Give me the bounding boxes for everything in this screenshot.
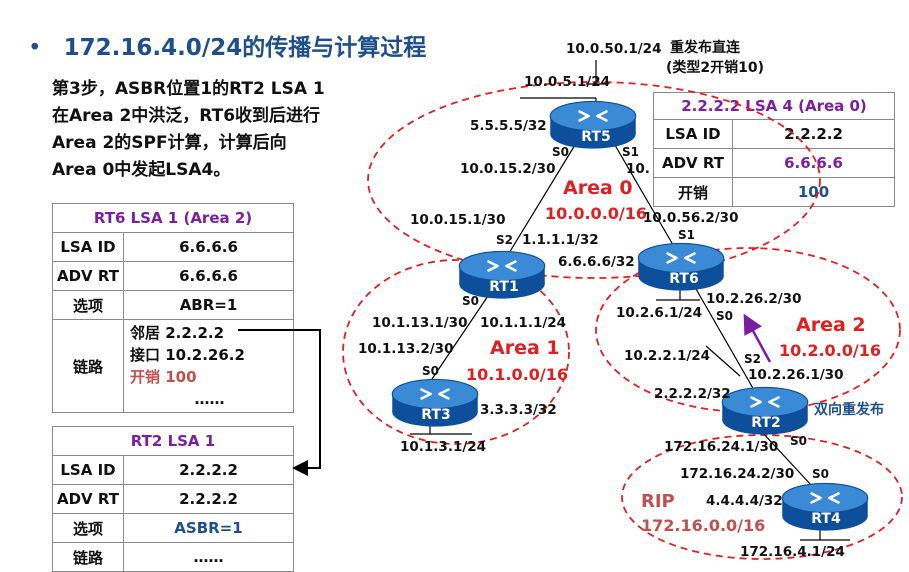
title-text: 172.16.4.0/24的传播与计算过程 [63, 35, 427, 61]
area1-name: Area 1 [490, 337, 560, 359]
area2-boundary [595, 247, 901, 413]
link-rt5-rt6 [611, 139, 677, 251]
area1-network: 10.1.0.0/16 [466, 365, 568, 384]
area0-name: Area 0 [563, 177, 633, 199]
desc-line-1: 第3步，ASBR位置1的RT2 LSA 1 [52, 79, 325, 99]
link-rt1-rt3 [429, 289, 493, 383]
rip-boundary [621, 434, 903, 560]
rt6-options-key: 选项 [52, 290, 124, 320]
step-description: 第3步，ASBR位置1的RT2 LSA 1 在Area 2中洪泛，RT6收到后进… [52, 76, 412, 184]
area2-network: 10.2.0.0/16 [779, 341, 881, 360]
area1-boundary [342, 259, 570, 445]
label-rt5-s1: S1 [622, 145, 639, 159]
label-rt5-id: 5.5.5.5/32 [470, 118, 547, 134]
rt2-options-value: ASBR=1 [123, 513, 294, 543]
rt6-link-cell: 邻居 2.2.2.2 接口 10.2.26.2 开销 100 …… [123, 319, 294, 413]
label-rt6-s0: S0 [716, 309, 733, 323]
title-bullet: • [28, 35, 42, 61]
label-rt1-id: 1.1.1.1/32 [522, 232, 599, 248]
label-rt4-lan: 172.16.4.1/24 [740, 544, 845, 560]
rt6-lsa-id-value: 6.6.6.6 [123, 232, 294, 262]
stub-rt2-lan [705, 345, 741, 377]
label-redist-type: (类型2开销10) [666, 59, 764, 76]
router-rt5: RT5 [549, 100, 637, 150]
label-rt5-top-net: 10.0.50.1/24 [566, 41, 661, 57]
lsa4-adv-rt-value: 6.6.6.6 [732, 148, 895, 178]
rip-name: RIP [641, 491, 675, 512]
router-rt1: RT1 [458, 250, 546, 300]
link-rt5-rt1 [505, 139, 579, 259]
link-rt6-rt2 [691, 281, 755, 391]
label-rt2-id: 2.2.2.2/32 [654, 386, 731, 402]
label-rt6-s0-ip: 10.2.26.2/30 [706, 291, 801, 307]
router-rt4-label: RT4 [811, 511, 841, 527]
label-rt3-id: 3.3.3.3/32 [480, 402, 557, 418]
lsa4-cost-value: 100 [732, 177, 895, 207]
label-rt3-lan: 10.1.3.1/24 [400, 439, 486, 455]
rt6-link-more: …… [194, 390, 225, 408]
rt2-adv-rt-key: ADV RT [52, 484, 124, 514]
label-rt5-lan: 10.0.5.1/24 [524, 74, 610, 90]
rt6-link-neighbor: 邻居 2.2.2.2 [130, 324, 225, 342]
label-rt6-s1-ip: 10.0.56.2/30 [643, 210, 738, 226]
label-rt4-s0-ip: 172.16.24.2/30 [680, 466, 794, 482]
area0-network: 10.0.0.0/16 [545, 204, 647, 223]
rt6-link-interface: 接口 10.2.26.2 [130, 346, 245, 364]
label-rt2-s0: S0 [790, 434, 807, 448]
label-rt3-s0: S0 [422, 364, 439, 378]
lsa4-adv-rt-key: ADV RT [653, 148, 733, 178]
page-title: • 172.16.4.0/24的传播与计算过程 [28, 28, 426, 62]
label-rt5-s0: S0 [552, 145, 569, 159]
area0-boundary [367, 81, 821, 279]
router-rt6-label: RT6 [669, 271, 698, 287]
label-rt2-s0-ip: 172.16.24.1/30 [664, 439, 778, 455]
label-rt5-s1-ip: 10. [626, 161, 650, 177]
lsa4-cost-key: 开销 [653, 177, 733, 207]
table-link-arrow [238, 329, 321, 476]
link-rt2-rt4 [761, 431, 813, 487]
router-rt6: RT6 [637, 242, 725, 292]
desc-line-2: 在Area 2中洪泛，RT6收到后进行 [52, 106, 321, 126]
label-rt2-redist: 双向重发布 [814, 401, 884, 418]
label-rt1-lan: 10.1.1.1/24 [480, 315, 566, 331]
rt2-adv-rt-value: 2.2.2.2 [123, 484, 294, 514]
label-rt4-id: 4.4.4.4/32 [706, 493, 783, 509]
rt2-options-key: 选项 [52, 513, 124, 543]
label-rt6-s1: S1 [678, 228, 695, 242]
label-rt3-s0-ip: 10.1.13.2/30 [358, 341, 453, 357]
desc-line-4: Area 0中发起LSA4。 [52, 160, 231, 180]
rt6-adv-rt-value: 6.6.6.6 [123, 261, 294, 291]
label-rt1-s0-ip: 10.1.13.1/30 [372, 315, 467, 331]
rip-network: 172.16.0.0/16 [641, 516, 765, 535]
label-rt2-lan: 10.2.2.1/24 [624, 348, 710, 364]
router-rt3-label: RT3 [421, 407, 450, 423]
rt6-link-cost: 开销 100 [130, 368, 197, 386]
label-rt4-s0: S0 [812, 467, 829, 481]
label-rt1-s0: S0 [462, 294, 479, 308]
rt6-link-key: 链路 [52, 319, 124, 413]
router-rt1-label: RT1 [489, 279, 518, 295]
area2-name: Area 2 [796, 314, 866, 336]
label-redist-direct: 重发布直连 [670, 39, 741, 56]
label-rt2-s2: S2 [744, 352, 761, 366]
lsa-flood-arrow [743, 313, 772, 363]
router-rt2: RT2 [721, 386, 809, 436]
desc-line-3: Area 2的SPF计算，计算后向 [52, 133, 287, 153]
router-rt2-label: RT2 [751, 415, 780, 431]
router-rt3: RT3 [391, 378, 479, 428]
label-rt5-s0-ip: 10.0.15.2/30 [460, 161, 555, 177]
rt6-lsa1-title: RT6 LSA 1 (Area 2) [52, 203, 294, 233]
label-rt1-s2: S2 [496, 233, 513, 247]
label-rt6-id: 6.6.6.6/32 [558, 254, 635, 270]
lsa4-id-key: LSA ID [653, 119, 733, 149]
router-rt4: RT4 [781, 482, 869, 532]
label-rt1-s2-ip: 10.0.15.1/30 [410, 212, 505, 228]
router-rt5-label: RT5 [581, 129, 610, 145]
label-rt6-lan: 10.2.6.1/24 [616, 305, 702, 321]
label-rt2-s2-ip: 10.2.26.1/30 [748, 367, 843, 383]
